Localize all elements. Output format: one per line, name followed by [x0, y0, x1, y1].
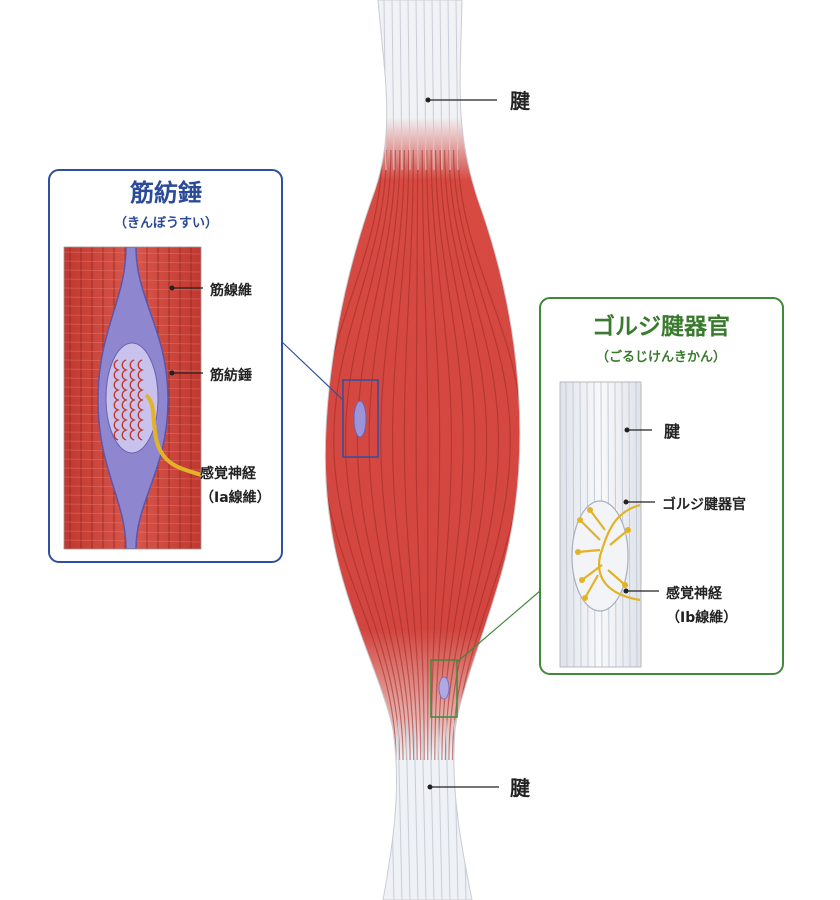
tendon-fiber-line: [399, 0, 403, 171]
tendon-fiber-line: [437, 719, 443, 900]
tendon-fiber-line: [423, 0, 427, 171]
spindle-nerve-type-label: （Ia線維）: [200, 489, 271, 506]
golgi-nerve-label: 感覚神経: [666, 585, 723, 602]
golgi-connector: [456, 590, 541, 663]
golgi-panel-reading: （ごるじけんきかん）: [596, 349, 726, 365]
tendon-fiber-line: [429, 719, 435, 900]
spindle-spindle-label: 筋紡錘: [210, 367, 252, 384]
spindle-nerve: [144, 393, 201, 477]
tendon-fiber-line: [455, 0, 459, 171]
golgi-ending: [622, 582, 628, 588]
golgi-highlight-box: [430, 659, 458, 718]
muscle-fiber-line: [368, 149, 411, 761]
golgi-tendon-label: 腱: [664, 422, 681, 441]
golgi-organ-callout: ゴルジ腱器官: [623, 496, 746, 513]
muscle-fiber-line: [356, 149, 408, 761]
muscle-fiber-line: [435, 149, 464, 761]
muscle-fiber-line: [439, 149, 476, 761]
spindle-highlight-box: [342, 379, 379, 458]
intrafusal-coil: [137, 359, 144, 441]
golgi-tendon-line: [565, 382, 568, 667]
tendon-fiber-line: [407, 0, 411, 171]
golgi-ending: [575, 549, 581, 555]
muscle-fiber-line: [448, 149, 500, 761]
spindle-connector: [281, 341, 344, 401]
muscle-fiber-line: [380, 149, 415, 761]
muscle-fiber-line: [403, 149, 422, 761]
tendon-top-label: 腱: [510, 89, 531, 113]
muscle-fiber-line: [344, 149, 404, 761]
tendon-fiber-line: [447, 0, 451, 171]
golgi-ending: [577, 517, 583, 523]
tendon-bottom-callout: 腱: [427, 776, 531, 800]
golgi-branch: [607, 569, 626, 586]
spindle-panel-reading: （きんぼうすい）: [114, 215, 218, 231]
muscle-fiber-line: [391, 149, 418, 761]
golgi-branch: [584, 574, 599, 599]
golgi-illustration: [560, 382, 641, 667]
golgi-ending: [582, 595, 588, 601]
golgi-tendon-line: [572, 382, 575, 667]
golgi-ending: [579, 577, 585, 583]
tendon-fiber-line: [431, 0, 435, 171]
muscle-fiber-line: [430, 149, 453, 761]
golgi-branch: [589, 509, 606, 531]
golgi-nerve-trunk: [597, 503, 641, 602]
intrafusal-coil: [121, 359, 128, 441]
muscle-fiber-line: [455, 149, 520, 761]
tendon-top-callout: 腱: [425, 89, 531, 113]
tendon-fiber-line: [413, 719, 419, 900]
golgi-tendon-callout: 腱: [624, 422, 681, 441]
tendon-fiber-line: [405, 719, 411, 900]
spindle-illustration: [64, 247, 201, 549]
spindle-fiber-label: 筋線維: [210, 282, 252, 299]
muscle-fiber-line: [325, 149, 397, 761]
spindle-fiber-callout: 筋線維: [169, 282, 252, 299]
intrafusal-coil: [129, 359, 136, 441]
muscle-belly: [325, 0, 520, 900]
golgi-nerve-callout: 感覚神経 （Ib線維）: [623, 585, 737, 626]
golgi-branch: [579, 519, 601, 541]
muscle-spindle-small: [353, 400, 367, 438]
tendon-fiber-line: [397, 719, 403, 900]
tendon-fiber-line: [391, 0, 395, 171]
tendon-fiber-line: [445, 719, 451, 900]
spindle-nerve-label: 感覚神経: [200, 465, 257, 482]
muscle-fiber-line: [421, 149, 429, 761]
muscle-fiber-line: [333, 149, 401, 761]
muscle-fiber-line: [415, 149, 425, 761]
golgi-branch: [609, 529, 629, 546]
golgi-branch: [577, 548, 601, 554]
golgi-organ-label: ゴルジ腱器官: [662, 496, 746, 513]
golgi-ending: [587, 507, 593, 513]
intrafusal-coil: [113, 359, 120, 441]
golgi-tendon-organ-panel: ゴルジ腱器官 （ごるじけんきかん） 腱 ゴルジ腱器官 感覚神経 （Ib線維）: [539, 297, 784, 675]
spindle-spindle-callout: 筋紡錘: [169, 367, 252, 384]
golgi-nerve-type-label: （Ib線維）: [666, 609, 737, 626]
muscle-fiber-line: [426, 149, 441, 761]
tendon-fiber-line: [439, 0, 443, 171]
tendon-fiber-line: [415, 0, 419, 171]
golgi-branch: [581, 564, 603, 581]
tendon-bottom-label: 腱: [510, 776, 531, 800]
muscle-fiber-line: [451, 149, 511, 761]
muscle-spindle-panel: 筋紡錘 （きんぼうすい） 筋線維 筋紡錘 感覚神経 （Ia線維）: [48, 169, 283, 563]
spindle-panel-title: 筋紡錘: [129, 179, 202, 207]
muscle-fiber-line: [443, 149, 488, 761]
golgi-panel-title: ゴルジ腱器官: [592, 313, 730, 340]
golgi-organ-small: [438, 676, 450, 700]
tendon-fiber-line: [421, 719, 427, 900]
golgi-ending: [625, 527, 631, 533]
